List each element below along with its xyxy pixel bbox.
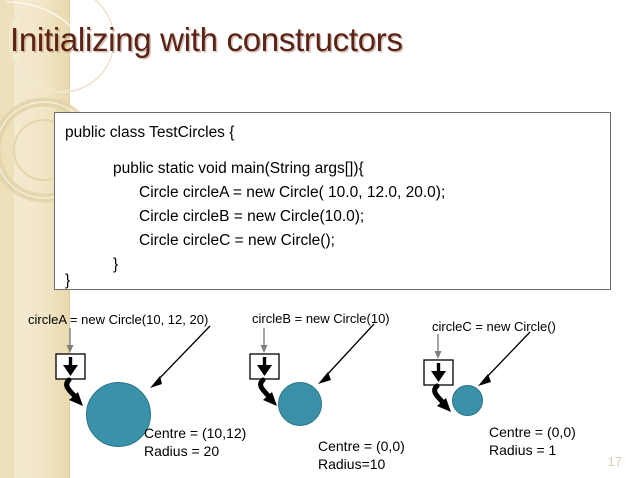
page-number: 17 xyxy=(607,454,622,469)
caption-centre: Centre = (0,0) xyxy=(489,424,576,440)
object-circle-c xyxy=(452,385,483,416)
annotation-label-circleb: circleB = new Circle(10) xyxy=(252,311,390,326)
code-line: Circle circleB = new Circle(10.0); xyxy=(139,208,365,225)
code-listing-box: public class TestCircles { public static… xyxy=(54,112,611,290)
caption-circlec: Centre = (0,0) Radius = 1 xyxy=(489,423,576,460)
caption-radius: Radius = 1 xyxy=(489,442,557,459)
caption-centre: Centre = (10,12) xyxy=(144,425,247,441)
caption-circleb: Centre = (0,0) Radius=10 xyxy=(318,437,405,474)
object-circle-b xyxy=(278,382,322,426)
code-line: Circle circleA = new Circle( 10.0, 12.0,… xyxy=(139,184,446,201)
annotation-label-circlec: circleC = new Circle() xyxy=(432,319,556,334)
pointer-arrow-circlec xyxy=(478,331,531,386)
pointer-arrow-circlea xyxy=(150,325,211,388)
code-line: public static void main(String args[]){ xyxy=(113,160,364,177)
caption-radius: Radius = 20 xyxy=(144,443,220,460)
code-line: Circle circleC = new Circle(); xyxy=(139,232,335,249)
code-line: public class TestCircles { xyxy=(65,124,235,141)
slide-title: Initializing with constructors xyxy=(10,21,403,58)
code-line: } xyxy=(113,256,119,273)
code-line: } xyxy=(65,272,71,289)
caption-centre: Centre = (0,0) xyxy=(318,438,405,454)
annotation-label-circlea: circleA = new Circle(10, 12, 20) xyxy=(28,312,209,327)
object-circle-a xyxy=(86,382,151,447)
caption-radius: Radius=10 xyxy=(318,456,386,473)
left-band-highlight xyxy=(14,0,56,478)
caption-circlea: Centre = (10,12) Radius = 20 xyxy=(144,424,246,461)
pointer-arrow-circleb xyxy=(318,323,375,384)
